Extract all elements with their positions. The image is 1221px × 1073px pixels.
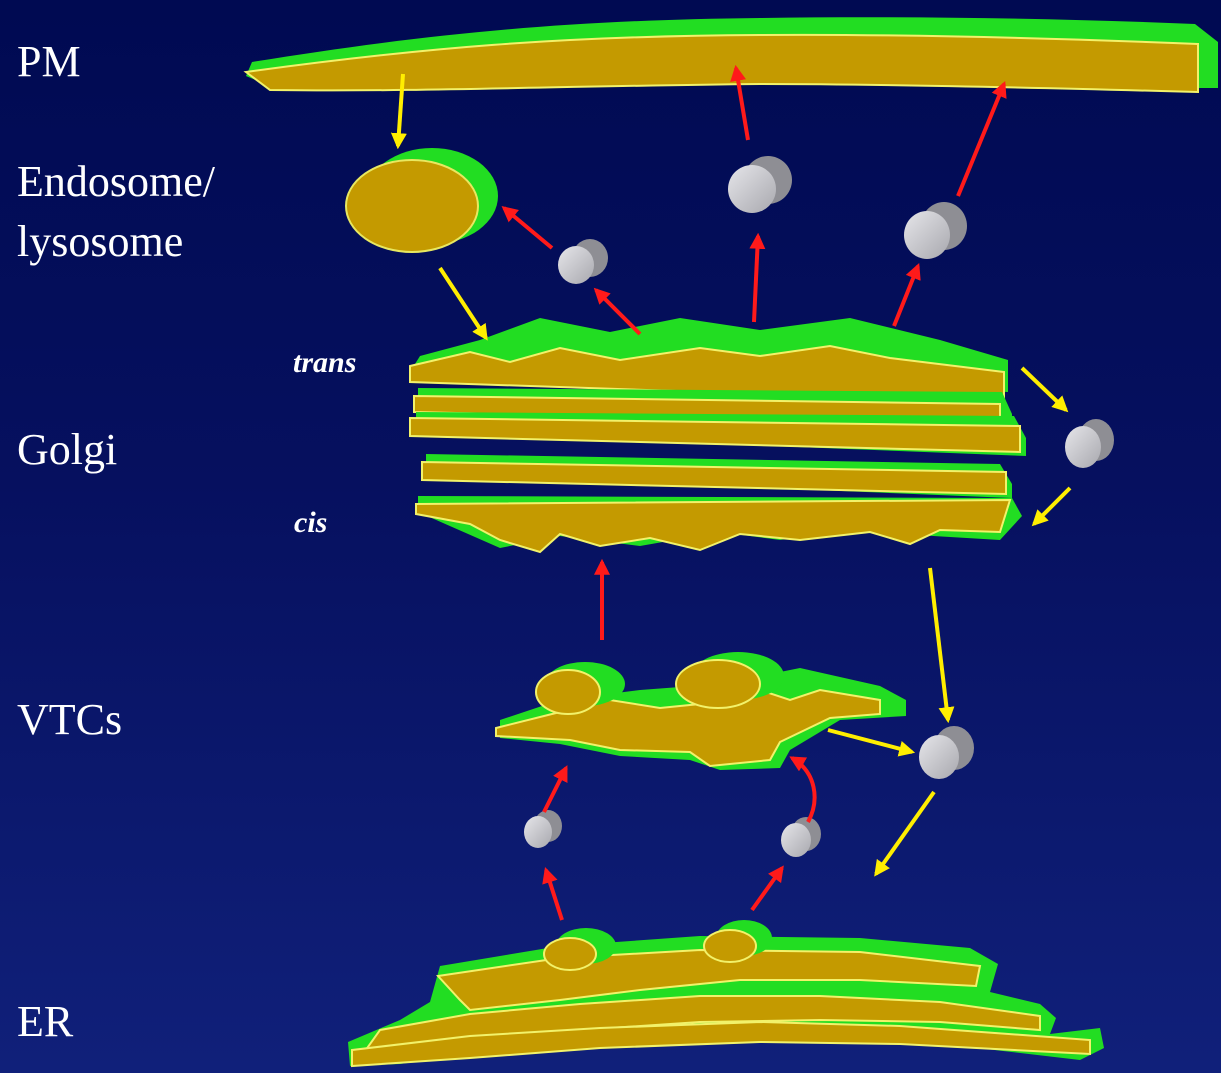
vesicle [781, 817, 821, 857]
arrow-vesicle-to-vtcs-2 [792, 758, 815, 822]
vesicle [524, 810, 562, 848]
label-cis: cis [294, 506, 327, 540]
label-endosome-line1: Endosome/ [17, 156, 215, 208]
vtcs-cluster [496, 652, 906, 770]
vesicle [1065, 419, 1114, 468]
arrow-endosome-to-golgi [440, 268, 486, 338]
arrow-er-to-vesicle-1 [546, 870, 562, 920]
vesicle [919, 726, 974, 779]
label-trans: trans [293, 346, 356, 380]
label-pm: PM [17, 36, 81, 88]
arrow-golgi-to-retrograde-vesicle [930, 568, 948, 720]
arrow-vesicle-to-golgi-cis [1034, 488, 1070, 524]
vesicle [558, 239, 608, 284]
arrow-golgi-to-vesicle-pm-1 [754, 236, 758, 322]
label-er: ER [17, 996, 73, 1048]
golgi-stack [410, 318, 1026, 552]
arrow-vesicle-to-pm-2 [958, 84, 1004, 196]
vesicle [728, 156, 792, 213]
arrow-golgi-to-vesicle-pm-2 [894, 266, 918, 326]
endoplasmic-reticulum [348, 920, 1104, 1066]
label-golgi: Golgi [17, 424, 117, 476]
endosome-lysosome [346, 148, 498, 252]
arrow-golgi-to-vesicle [1022, 368, 1066, 410]
arrow-er-to-vesicle-2 [752, 868, 782, 910]
arrow-vesicle-to-vtcs-1 [544, 768, 566, 812]
arrow-golgi-to-vesicle-endosome [596, 290, 640, 334]
arrow-vesicle-to-endosome [504, 208, 552, 248]
vesicle [904, 202, 967, 259]
label-endosome-line2: lysosome [17, 216, 183, 268]
arrow-vesicle-to-er [876, 792, 934, 874]
arrow-vtcs-to-vesicle [828, 730, 912, 752]
plasma-membrane [246, 17, 1218, 92]
label-vtcs: VTCs [17, 694, 122, 746]
